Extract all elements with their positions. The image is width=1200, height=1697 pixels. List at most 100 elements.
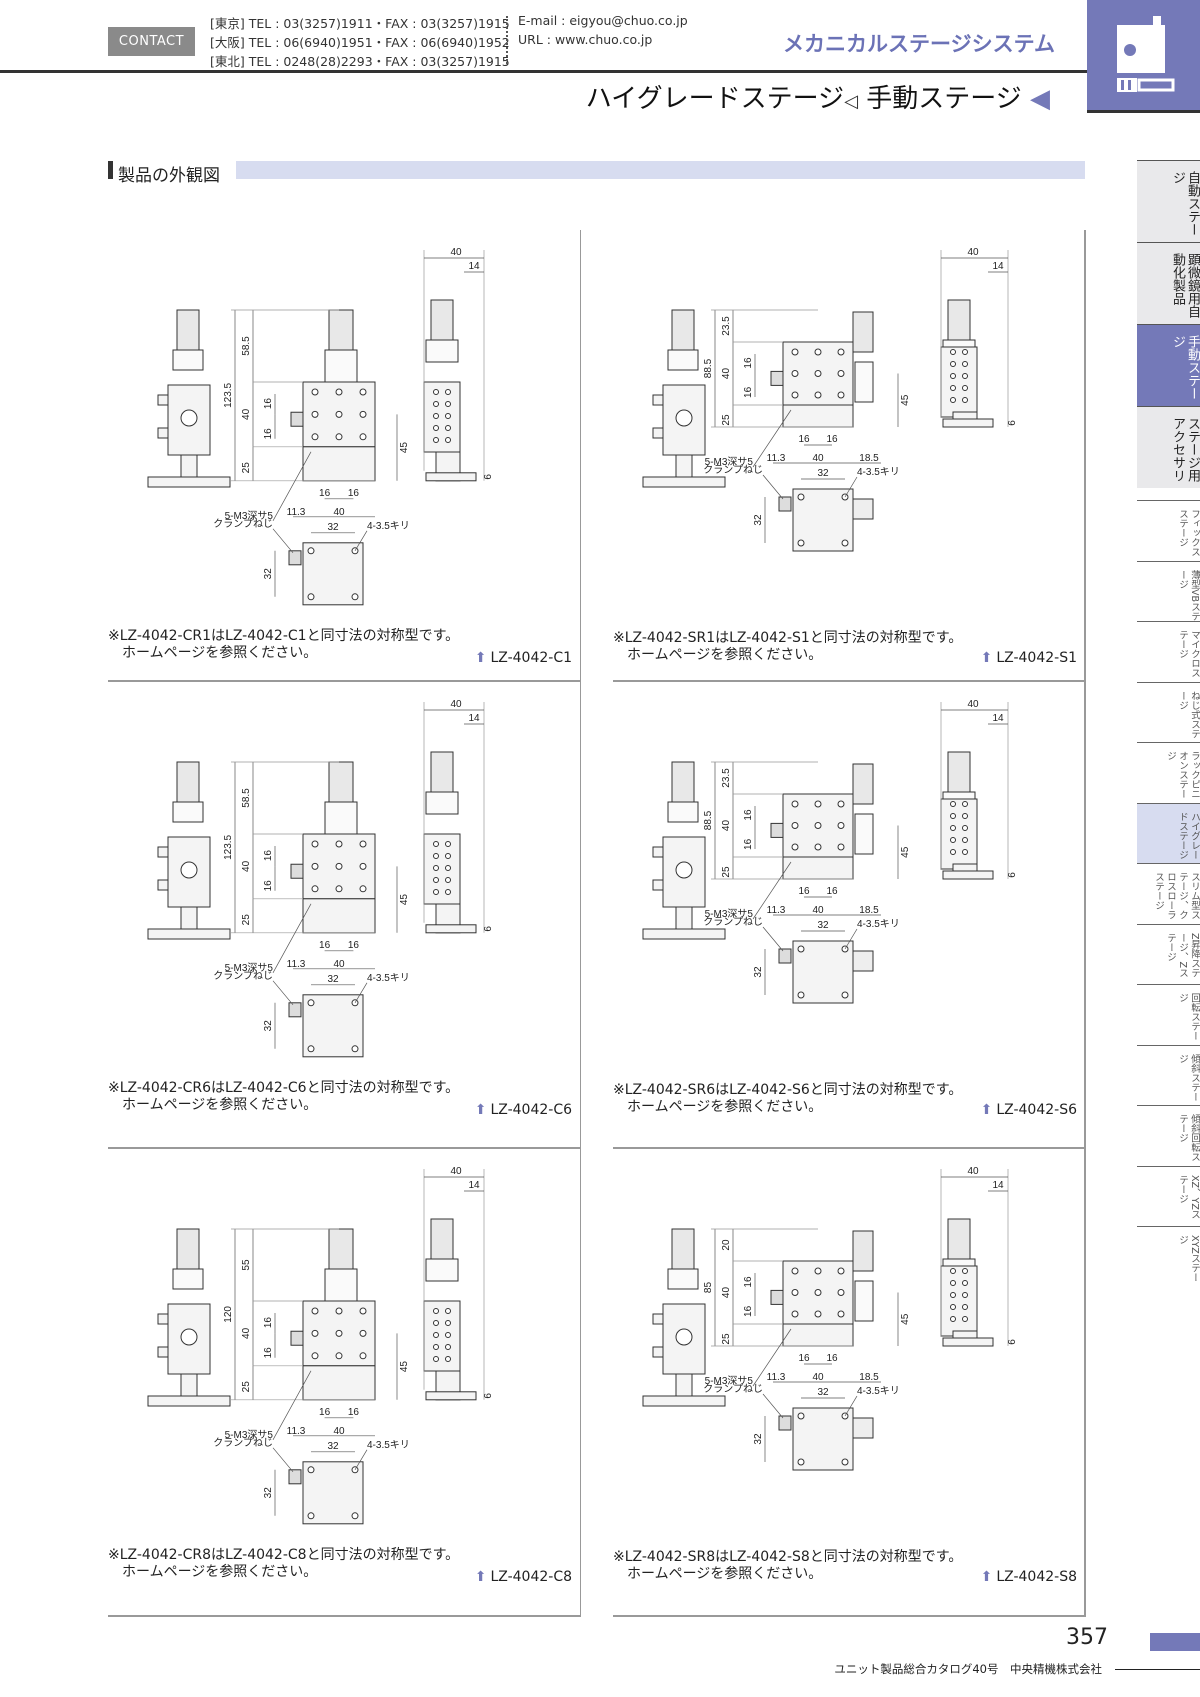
sidebar-subtab[interactable]: Z昇降ステージ、Zステージ (1137, 923, 1200, 985)
dimension-line (844, 476, 858, 498)
dimension-label: 16 (826, 1353, 838, 1364)
sidebar-subtab[interactable]: スリム型ステージ、クロスローラステージ (1137, 863, 1200, 924)
hole (791, 1310, 799, 1318)
dimension-label: 11.3 (287, 959, 306, 970)
dimension-label: 40 (450, 247, 462, 258)
hole (307, 1466, 315, 1474)
dimension-label: 40 (812, 905, 824, 916)
dimension-label: 4-3.5キリ (367, 1440, 410, 1451)
panel-divider (613, 1147, 1085, 1149)
hole (311, 388, 319, 396)
hole (962, 1280, 968, 1286)
dimension-label: 16 (319, 940, 331, 951)
sidebar-subtab[interactable]: 回転ステージ (1137, 984, 1200, 1045)
dimension-label: 4-3.5キリ (857, 919, 900, 930)
section-title: 製品の外観図 (118, 166, 220, 186)
url-link[interactable]: URL : www.chuo.co.jp (518, 32, 653, 47)
triangle-left-icon: ◀ (1030, 84, 1050, 114)
hole (335, 1352, 343, 1360)
model-label: ⬆LZ-4042-S8 (981, 1569, 1077, 1585)
hole (962, 349, 968, 355)
hole (445, 1332, 451, 1338)
dimension-label: 18.5 (859, 453, 879, 464)
part-outline (176, 761, 200, 803)
dimension-label: 14 (468, 261, 480, 272)
contact-tohoku: [東北] TEL : 0248(28)2293・FAX : 03(3257)19… (210, 54, 510, 69)
part-outline (675, 454, 693, 478)
hole (962, 1304, 968, 1310)
hole (841, 991, 849, 999)
model-number: LZ-4042-C8 (490, 1569, 572, 1585)
sidebar-subtab[interactable]: 傾斜回転ステージ (1137, 1105, 1200, 1166)
part-outline (642, 1395, 726, 1407)
hole (307, 593, 315, 601)
hole (445, 1344, 451, 1350)
arrow-up-icon: ⬆ (980, 650, 993, 666)
sidebar-subtab[interactable]: フィックスステージ (1137, 500, 1200, 561)
sidebar-tab[interactable]: 顕微鏡用自動化製品 (1137, 242, 1200, 324)
sidebar-tab[interactable]: ステージ用アクセサリ (1137, 406, 1200, 488)
email-link[interactable]: E-mail : eigyou@chuo.co.jp (518, 13, 688, 28)
dimension-label: 85 (703, 1282, 714, 1294)
dimension-label: 123.5 (223, 382, 234, 407)
sidebar-subtab[interactable]: ハイグレードステージ (1137, 802, 1200, 863)
dimension-label: 16 (743, 386, 754, 398)
dimension-label: 16 (798, 1353, 810, 1364)
panel-divider (108, 1147, 580, 1149)
hole (359, 1352, 367, 1360)
part-outline (425, 339, 459, 363)
dimension-label: 40 (812, 1372, 824, 1383)
dimension-label: 16 (743, 838, 754, 850)
hole (814, 1310, 822, 1318)
hole (675, 1328, 693, 1346)
hole (797, 493, 805, 501)
model-number: LZ-4042-S1 (996, 650, 1077, 666)
part-outline (675, 1373, 693, 1397)
sidebar-tab[interactable]: 自動ステージ (1137, 160, 1200, 242)
arrow-up-icon: ⬆ (980, 1569, 993, 1585)
dimension-label: 6 (483, 1393, 494, 1399)
hole (335, 1307, 343, 1315)
part-outline (852, 1417, 874, 1439)
part-outline (425, 472, 477, 482)
sidebar-subtab[interactable]: 傾斜ステージ (1137, 1044, 1200, 1106)
hole (359, 433, 367, 441)
page-number: 357 (1066, 1625, 1108, 1650)
sidebar-subtab[interactable]: ラックピニオンステージ (1137, 742, 1200, 803)
part-outline (852, 1230, 874, 1272)
dimension-label: 16 (743, 809, 754, 821)
dimension-label: 5-M3深サ5 (225, 1429, 274, 1441)
hole (791, 348, 799, 356)
part-outline (290, 1330, 304, 1346)
divider (506, 16, 508, 64)
dimension-label: 45 (399, 894, 410, 906)
sidebar-subtab[interactable]: ねじ式ステージ (1137, 681, 1200, 743)
dimension-line (844, 1395, 858, 1417)
dimension-label: 40 (450, 1166, 462, 1177)
hole (950, 385, 956, 391)
dimension-label: 6 (483, 474, 494, 480)
dimension-label: 16 (743, 1305, 754, 1317)
hole (962, 385, 968, 391)
hole (445, 389, 451, 395)
hole (311, 1329, 319, 1337)
dimension-label: 40 (333, 507, 345, 518)
sidebar-tab[interactable]: 手動ステージ (1137, 324, 1200, 406)
part-outline (172, 801, 204, 823)
hole (445, 401, 451, 407)
dimension-label: 25 (721, 1333, 732, 1345)
hole (445, 425, 451, 431)
dimension-label: 40 (241, 1327, 252, 1339)
hole (950, 849, 956, 855)
dimension-label: 25 (241, 462, 252, 474)
hole (837, 370, 845, 377)
part-outline (942, 870, 994, 880)
part-outline (288, 550, 302, 566)
sidebar-subtab[interactable]: マイクロステージ (1137, 621, 1200, 682)
dimension-label: 32 (817, 468, 829, 479)
title-main: 手動ステージ (866, 84, 1022, 114)
sidebar-subtab[interactable]: 薄型VBステージ (1137, 560, 1200, 622)
sidebar-subtab[interactable]: XYZステージ (1137, 1226, 1200, 1287)
sidebar-subtab[interactable]: XZ、YZステージ (1137, 1165, 1200, 1227)
